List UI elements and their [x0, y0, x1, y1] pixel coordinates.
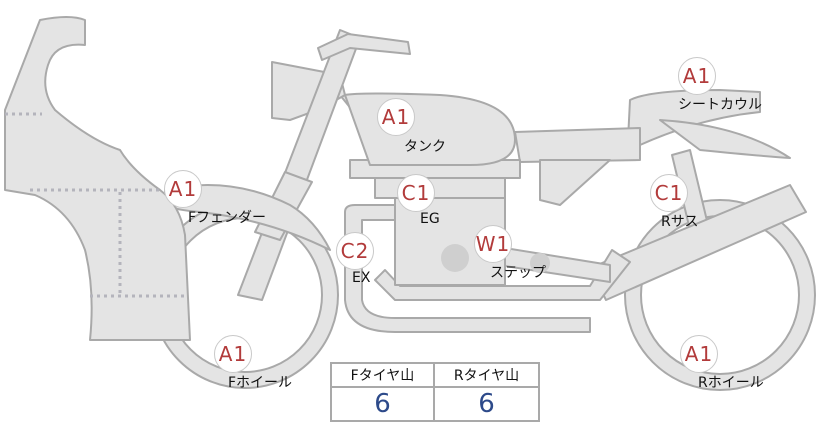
- label-f-wheel: Fホイール: [228, 375, 293, 391]
- lower-frame-shape: [374, 249, 631, 301]
- label-f-fender: Fフェンダー: [188, 210, 267, 226]
- grade-marker-r-wheel: A1: [680, 335, 718, 373]
- label-seat-cowl: シートカウル: [678, 97, 762, 113]
- rear-fender-shape: [659, 119, 791, 159]
- grade-marker-exhaust: C2: [336, 232, 374, 270]
- grade-marker-seat-cowl: A1: [678, 57, 716, 95]
- grade-marker-r-suspension: C1: [650, 174, 688, 212]
- label-step: ステップ: [490, 265, 546, 281]
- label-exhaust: EX: [352, 270, 371, 286]
- grade-marker-f-fender: A1: [164, 170, 202, 208]
- exhaust-shape: [344, 204, 591, 333]
- label-r-suspension: Rサス: [661, 214, 699, 230]
- front-fairing-shape: [4, 16, 191, 341]
- label-r-wheel: Rホイール: [698, 375, 764, 391]
- front-tread-value: 6: [332, 388, 435, 420]
- front-tread-header: Fタイヤ山: [332, 364, 435, 388]
- label-tank: タンク: [404, 139, 446, 155]
- seat-shape: [514, 127, 641, 163]
- grade-marker-step: W1: [474, 225, 512, 263]
- grade-marker-tank: A1: [377, 98, 415, 136]
- grade-marker-engine: C1: [397, 174, 435, 212]
- label-engine: EG: [420, 211, 440, 227]
- front-fender-shape: [164, 184, 331, 251]
- grade-marker-f-wheel: A1: [214, 335, 252, 373]
- rear-tread-value: 6: [478, 389, 495, 419]
- seat-cowl-shape: [627, 89, 761, 146]
- rear-frame-shape: [539, 159, 611, 206]
- tire-tread-table: Fタイヤ山 Rタイヤ山 6 6: [330, 362, 540, 422]
- handlebar-shape: [317, 33, 411, 61]
- rear-tread-header: Rタイヤ山: [435, 364, 538, 388]
